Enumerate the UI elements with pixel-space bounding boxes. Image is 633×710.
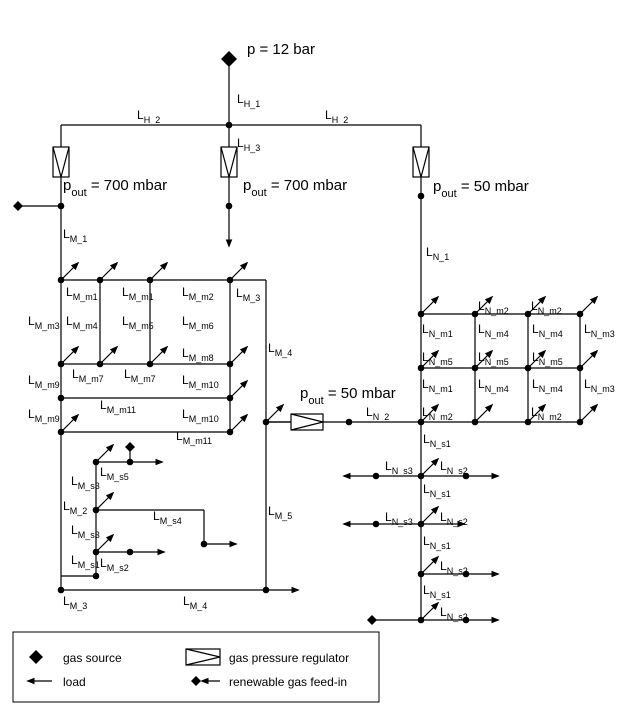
- pipe-label-n-s2: LN_s2: [440, 605, 468, 622]
- pipe-label-m-2: LM_2: [63, 499, 87, 516]
- pressure-label-n2: pout = 50 mbar: [300, 385, 396, 407]
- pipe-label-n-s2: LN_s2: [440, 510, 468, 527]
- pipe-label-m-m9: LM_m9: [28, 373, 60, 390]
- pipe-label-m-m2: LM_m2: [182, 285, 214, 302]
- source-pressure-label: p = 12 bar: [247, 41, 315, 58]
- pipe-label-h-2: LH_2: [325, 108, 348, 125]
- pipe-label-m-m7: LM_m7: [72, 367, 104, 384]
- legend-load: load: [63, 675, 86, 689]
- legend: gas source gas pressure regulator load r…: [12, 631, 380, 703]
- pipe-label-n-m5: LN_m5: [532, 350, 563, 367]
- feed-in-icon: [125, 442, 135, 452]
- pipe-label-n-s1: LN_s1: [423, 432, 451, 449]
- pipe-label-m-m11: LM_m11: [176, 429, 212, 446]
- pressure-label-m2: pout = 700 mbar: [243, 177, 347, 199]
- pipe-label-n-m2: LN_m2: [531, 405, 562, 422]
- pipe-label-n-1: LN_1: [426, 245, 449, 262]
- pressure-label-m: pout = 700 mbar: [63, 177, 167, 199]
- pipe-label-n-m2: LN_m2: [478, 299, 509, 316]
- pipe-label-n-s2: LN_s2: [440, 459, 468, 476]
- pipe-label-m-m1: LM_m1: [122, 285, 154, 302]
- regulator-icon: [52, 146, 70, 180]
- pipe-label-n-m4: LN_m4: [478, 377, 509, 394]
- pipe-label-h-3: LH_3: [237, 136, 260, 153]
- pipe-label-n-m4: LN_m4: [478, 322, 509, 339]
- pipe-label-n-m4: LN_m4: [532, 377, 563, 394]
- pipe-label-n-2: LN_2: [366, 405, 389, 422]
- pipe-label-n-m3: LN_m3: [584, 322, 615, 339]
- pipe-label-n-m4: LN_m4: [532, 322, 563, 339]
- pipe-label-m-s4: LM_s4: [153, 509, 182, 526]
- pipe-label-m-s1: LM_s1: [71, 553, 100, 570]
- pipe-label-m-m11: LM_m11: [100, 398, 136, 415]
- pipe-label-m-4: LM_4: [268, 341, 292, 358]
- regulator-legend-icon: [185, 648, 221, 666]
- pipe-label-m-s5: LM_s5: [100, 465, 129, 482]
- pipe-label-n-s2: LN_s2: [440, 559, 468, 576]
- pipe-label-n-m5: LN_m5: [422, 350, 453, 367]
- pressure-label-n: pout = 50 mbar: [433, 178, 529, 200]
- pipe-label-m-5: LM_5: [268, 504, 292, 521]
- pipe-label-n-s3: LN_s3: [385, 459, 413, 476]
- pipe-label-m-m3: LM_m3: [28, 314, 60, 331]
- legend-regulator: gas pressure regulator: [229, 651, 349, 665]
- pipe-label-m-m10: LM_m10: [182, 407, 219, 424]
- legend-feed-in: renewable gas feed-in: [229, 675, 347, 689]
- pipe-label-m-1: LM_1: [63, 227, 87, 244]
- pipe-label-m-s2: LM_s2: [100, 556, 129, 573]
- pressure-labels: p = 12 bar pout = 700 mbar pout = 700 mb…: [63, 41, 529, 407]
- regulator-icon: [220, 146, 238, 180]
- pipe-label-m-m4: LM_m4: [66, 314, 98, 331]
- pipe-label-m-3: LM_3: [63, 594, 87, 611]
- pipe-label-h-1: LH_1: [237, 92, 260, 109]
- pipe-label-n-s1: LN_s1: [423, 482, 451, 499]
- pipe-label-m-4: LM_4: [183, 594, 207, 611]
- pipe-label-m-m10: LM_m10: [182, 373, 219, 390]
- pipe-label-n-m5: LN_m5: [478, 350, 509, 367]
- pipe-label-n-s1: LN_s1: [423, 583, 451, 600]
- low-pressure-network: [266, 196, 599, 625]
- regulator-icon: [290, 413, 324, 431]
- pipe-label-h-2: LH_2: [137, 108, 160, 125]
- pipe-label-m-s3: LM_s3: [71, 523, 100, 540]
- pipe-label-n-m3: LN_m3: [584, 377, 615, 394]
- pipe-label-m-m9: LM_m9: [28, 407, 60, 424]
- high-pressure-level: [52, 51, 430, 248]
- regulator-icon: [412, 146, 430, 180]
- pipe-label-n-m2: LN_m2: [422, 405, 453, 422]
- pipe-label-m-m5: LM_m5: [122, 314, 154, 331]
- medium-pressure-network: [13, 201, 300, 594]
- feed-in-legend-icon: [191, 676, 201, 686]
- pipe-label-m-s3: LM_s3: [71, 474, 100, 491]
- pipe-label-n-m1: LN_m1: [422, 322, 453, 339]
- pipe-label-m-m6: LM_m6: [182, 314, 214, 331]
- pipe-label-m-m1: LM_m1: [66, 285, 98, 302]
- pipe-label-n-m1: LN_m1: [422, 377, 453, 394]
- pipe-label-n-m2: LN_m2: [531, 299, 562, 316]
- pipe-label-m-m8: LM_m8: [182, 346, 214, 363]
- pipe-label-n-s1: LN_s1: [423, 534, 451, 551]
- pipe-label-m-3: LM_3: [236, 286, 260, 303]
- pipe-label-n-s3: LN_s3: [385, 510, 413, 527]
- gas-source-legend-icon: [29, 650, 43, 664]
- legend-gas-source: gas source: [63, 651, 122, 665]
- pipe-label-m-m7: LM_m7: [124, 367, 156, 384]
